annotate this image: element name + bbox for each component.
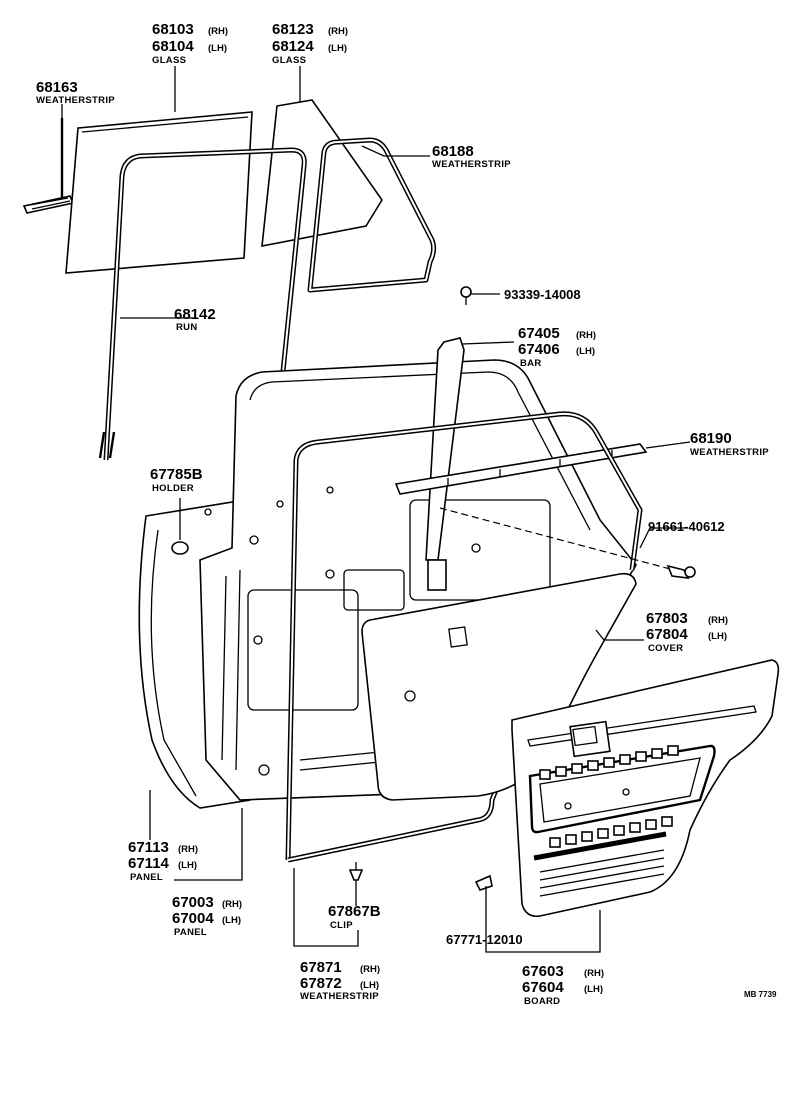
screw-93339-part <box>460 286 472 305</box>
svg-text:COVER: COVER <box>648 643 683 654</box>
label-weatherstrip-68163: 68163 WEATHERSTRIP <box>36 79 115 106</box>
label-weatherstrip-67871: 67871 (RH) 67872 (LH) WEATHERSTRIP <box>300 959 380 1002</box>
svg-text:67804: 67804 <box>646 626 688 643</box>
svg-text:GLASS: GLASS <box>272 55 306 66</box>
svg-text:68103: 68103 <box>152 21 194 38</box>
svg-text:(LH): (LH) <box>576 346 595 357</box>
svg-text:RUN: RUN <box>176 322 197 333</box>
label-bar-67405: 67405 (RH) 67406 (LH) BAR <box>518 325 596 369</box>
weatherstrip-68188-part <box>307 137 437 293</box>
label-weatherstrip-68188: 68188 WEATHERSTRIP <box>432 143 511 170</box>
leader-lines <box>61 66 691 953</box>
svg-text:67405: 67405 <box>518 325 560 342</box>
diagram-code: MB 7739 <box>744 990 777 999</box>
svg-text:68163: 68163 <box>36 79 78 96</box>
svg-text:(RH): (RH) <box>208 26 228 37</box>
svg-text:(LH): (LH) <box>208 43 227 54</box>
label-glass-68103: 68103 (RH) 68104 (LH) GLASS <box>152 21 228 66</box>
svg-text:67003: 67003 <box>172 894 214 911</box>
svg-text:BAR: BAR <box>520 358 541 369</box>
run-68142-part <box>98 147 307 461</box>
svg-text:68124: 68124 <box>272 38 314 55</box>
label-glass-68123: 68123 (RH) 68124 (LH) GLASS <box>272 21 348 66</box>
svg-text:WEATHERSTRIP: WEATHERSTRIP <box>690 447 769 458</box>
svg-text:(RH): (RH) <box>576 330 596 341</box>
svg-text:CLIP: CLIP <box>330 920 353 931</box>
svg-text:67114: 67114 <box>128 855 170 872</box>
label-holder-67785b: 67785B HOLDER <box>150 466 203 494</box>
label-bolt-91661: 91661-40612 <box>648 519 725 534</box>
svg-text:67803: 67803 <box>646 610 688 627</box>
label-weatherstrip-68190: 68190 WEATHERSTRIP <box>690 430 769 458</box>
svg-text:68104: 68104 <box>152 38 194 55</box>
svg-text:(RH): (RH) <box>360 964 380 975</box>
svg-text:68123: 68123 <box>272 21 314 38</box>
svg-text:PANEL: PANEL <box>130 872 163 883</box>
svg-text:(LH): (LH) <box>584 984 603 995</box>
svg-text:WEATHERSTRIP: WEATHERSTRIP <box>36 95 115 106</box>
svg-text:67871: 67871 <box>300 959 342 976</box>
svg-text:WEATHERSTRIP: WEATHERSTRIP <box>432 159 511 170</box>
door-weatherstrip-part <box>285 411 643 863</box>
svg-text:67004: 67004 <box>172 910 214 927</box>
svg-text:(LH): (LH) <box>222 915 241 926</box>
svg-text:67771-12010: 67771-12010 <box>446 932 523 947</box>
svg-text:BOARD: BOARD <box>524 996 560 1007</box>
svg-text:68190: 68190 <box>690 430 732 447</box>
bolt-91661-part <box>439 507 696 579</box>
label-board-67603: 67603 (RH) 67604 (LH) BOARD <box>522 963 604 1007</box>
svg-text:PANEL: PANEL <box>174 927 207 938</box>
label-screw-93339: 93339-14008 <box>504 287 581 302</box>
svg-text:HOLDER: HOLDER <box>152 483 194 494</box>
svg-text:67406: 67406 <box>518 341 560 358</box>
svg-text:WEATHERSTRIP: WEATHERSTRIP <box>300 991 379 1002</box>
bar-67405-part <box>425 337 465 591</box>
svg-text:(RH): (RH) <box>222 899 242 910</box>
label-clip-67771: 67771-12010 <box>446 932 523 947</box>
svg-text:GLASS: GLASS <box>152 55 186 66</box>
svg-text:(RH): (RH) <box>178 844 198 855</box>
svg-text:(LH): (LH) <box>328 43 347 54</box>
svg-text:68188: 68188 <box>432 143 474 160</box>
label-cover-67803: 67803 (RH) 67804 (LH) COVER <box>646 610 728 654</box>
board-67603-part <box>474 659 780 918</box>
glass-68103-part <box>65 111 253 274</box>
svg-text:(RH): (RH) <box>584 968 604 979</box>
label-run-68142: 68142 RUN <box>174 306 216 333</box>
svg-text:68142: 68142 <box>174 306 216 323</box>
svg-text:(LH): (LH) <box>360 980 379 991</box>
label-panel-67113: 67113 (RH) 67114 (LH) PANEL <box>128 839 198 883</box>
svg-text:91661-40612: 91661-40612 <box>648 519 725 534</box>
svg-text:(LH): (LH) <box>708 631 727 642</box>
svg-text:(RH): (RH) <box>708 615 728 626</box>
svg-text:67872: 67872 <box>300 975 342 992</box>
label-clip-67867b: 67867B CLIP <box>328 903 381 931</box>
svg-text:(LH): (LH) <box>178 860 197 871</box>
svg-text:(RH): (RH) <box>328 26 348 37</box>
svg-text:67867B: 67867B <box>328 903 381 920</box>
svg-text:67603: 67603 <box>522 963 564 980</box>
svg-text:93339-14008: 93339-14008 <box>504 287 581 302</box>
weatherstrip-68163-part <box>22 118 75 214</box>
svg-text:67604: 67604 <box>522 979 564 996</box>
holder-67785b-part <box>171 498 189 555</box>
svg-text:67785B: 67785B <box>150 466 203 483</box>
label-panel-67003: 67003 (RH) 67004 (LH) PANEL <box>172 894 242 938</box>
svg-text:67113: 67113 <box>128 839 169 856</box>
clip-67867b-part <box>348 862 364 904</box>
